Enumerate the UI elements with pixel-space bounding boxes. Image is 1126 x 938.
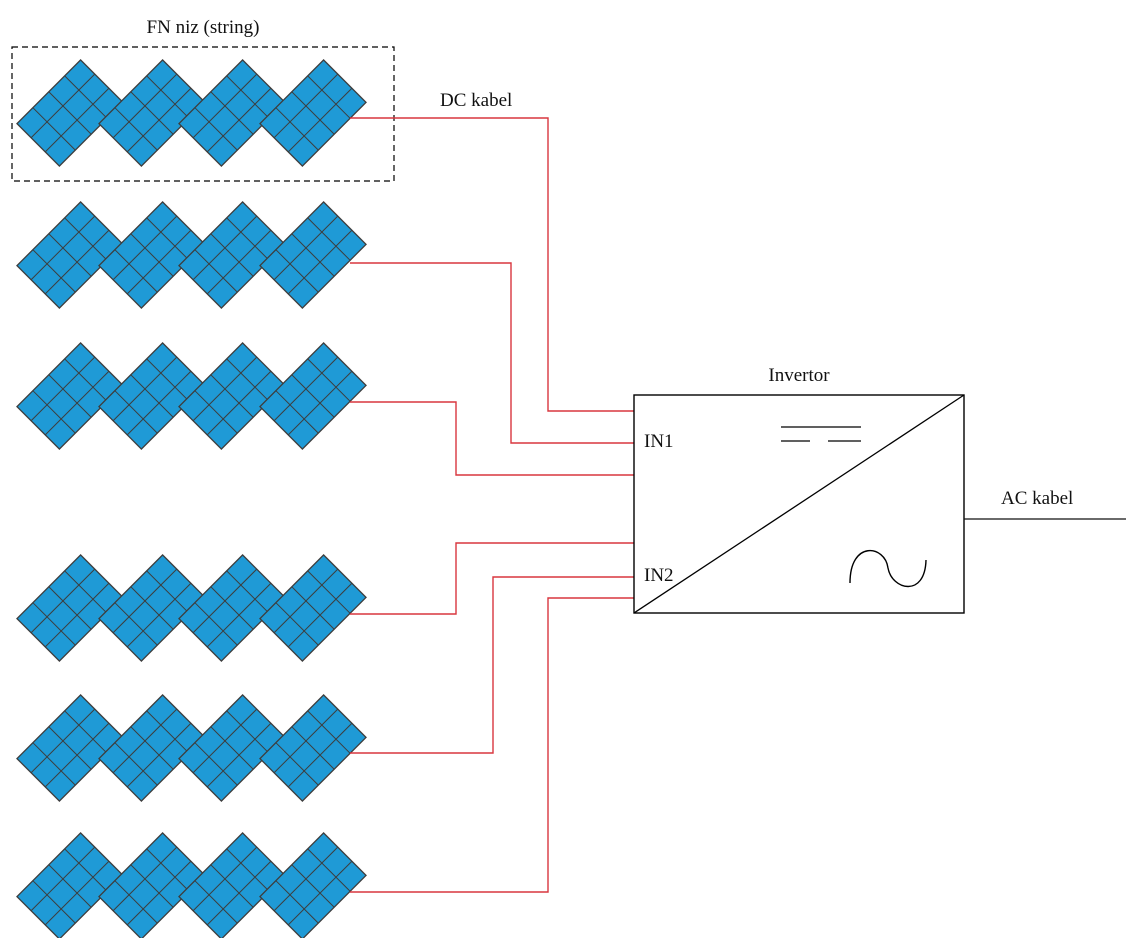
solar-panel-icon [16,694,124,802]
solar-panel-icon [259,694,367,802]
solar-panel-icon [16,832,124,938]
solar-panel-icon [178,694,286,802]
inverter-title: Invertor [768,365,830,386]
solar-panel-icon [178,342,286,450]
dc-wire-string-3 [350,401,634,476]
pv-string-row-1 [16,59,367,167]
input-in1-label: IN1 [644,431,674,452]
pv-string-row-5 [16,694,367,802]
dc-wire-string-2 [350,262,634,444]
string-group-frame [11,46,395,182]
dc-wires [350,117,634,893]
pv-string-row-3 [16,342,367,450]
dc-wire-string-5 [350,576,634,754]
pv-panel-array [16,59,367,938]
solar-panel-icon [178,832,286,938]
solar-panel-icon [259,554,367,662]
input-in2-label: IN2 [644,565,674,586]
dc-wire-string-4 [350,542,634,615]
dc-cable-label: DC kabel [440,90,512,111]
solar-panel-icon [16,342,124,450]
dc-wire-string-6 [350,597,634,893]
solar-panel-icon [178,554,286,662]
solar-panel-icon [16,201,124,309]
solar-panel-icon [259,832,367,938]
solar-panel-icon [259,201,367,309]
string-label: FN niz (string) [147,17,260,38]
solar-panel-icon [259,342,367,450]
inverter-diagonal [633,394,965,614]
ac-sine-icon [849,549,927,588]
solar-panel-icon [16,554,124,662]
pv-string-row-4 [16,554,367,662]
solar-panel-icon [178,59,286,167]
dc-wire-string-1 [350,117,634,412]
solar-panel-icon [259,59,367,167]
dc-symbol-icon [781,426,861,442]
inverter: Invertor IN1 IN2 [633,365,965,614]
solar-panel-icon [178,201,286,309]
solar-panel-icon [98,832,206,938]
pv-string-row-2 [16,201,367,309]
solar-panel-icon [16,59,124,167]
ac-cable-label: AC kabel [1001,488,1073,509]
pv-string-row-6 [16,832,367,938]
